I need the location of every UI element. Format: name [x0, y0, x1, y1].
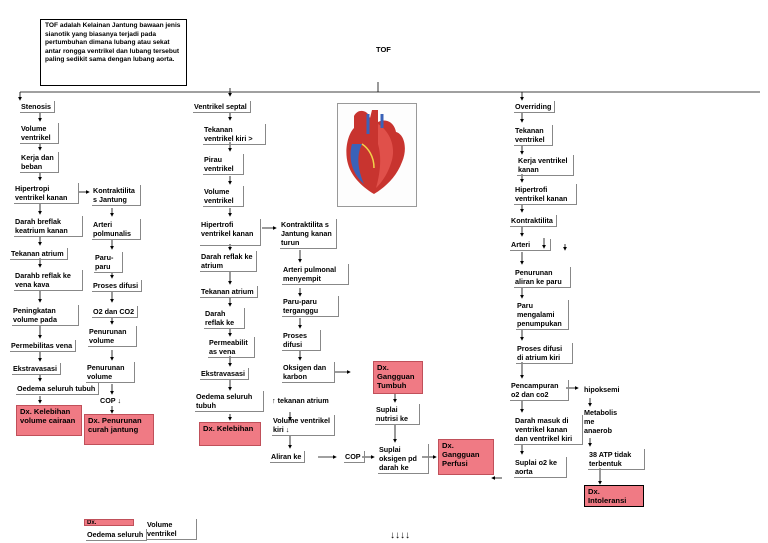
node-tekanan-atrium: Tekanan atrium [10, 248, 68, 260]
node-volume-ventrikel-kiri: Volume ventrikel kiri ↓ [272, 415, 335, 436]
node-hipertrofi: Hipertrofi ventrikel kanan [200, 219, 261, 246]
node-metabolisme: Metabolis me anaerob [584, 408, 618, 435]
dx-kelebihan-2: Dx. Kelebihan [199, 422, 261, 446]
node-pencampuran: Pencampuran o2 dan co2 [510, 380, 569, 401]
node-penurunan-volume: Penurunan volume [88, 326, 137, 347]
node-oedema-bottom: Oedema seluruh [86, 529, 148, 541]
node-permebilitas: Permebilitas vena [10, 340, 77, 352]
node-kontraktilitas-kanan: Kontraktilita s Jantung kanan turun [280, 219, 337, 249]
node-peningkatan-volume: Peningkatan volume pada [12, 305, 79, 326]
node-proses-difusi: Proses difusi [92, 280, 143, 292]
node-aliran: Aliran ke [270, 451, 306, 463]
node-darah-reflak-2: Darah reflak ke [204, 308, 245, 329]
node-darah-reflak-vena: Darahb reflak ke vena kava [14, 270, 83, 291]
node-tekanan-ventrikel: Tekanan ventrikel [514, 125, 553, 146]
heart-image [337, 103, 417, 207]
node-hipertrofi-3: Hipertrofi ventrikel kanan [514, 184, 577, 205]
node-arteri-3: Arteri [510, 239, 551, 251]
node-kerja-ventrikel: Kerja ventrikel kanan [517, 155, 574, 176]
node-suplai-oksigen: Suplai oksigen pd darah ke [378, 444, 429, 474]
node-o2-co2: O2 dan CO2 [92, 306, 139, 318]
node-kontraktilitas: Kontraktilita s Jantung [92, 185, 141, 206]
node-penurunan-aliran: Penurunan aliran ke paru [514, 267, 571, 288]
node-atp: 38 ATP tidak terbentuk [588, 449, 645, 470]
node-ekstravasasi-2: Ekstravasasi [200, 368, 249, 380]
node-tekanan-atrium-kiri: ↑ tekanan atrium [272, 396, 329, 405]
node-suplai-o2: Suplai o2 ke aorta [514, 457, 567, 478]
node-proses-difusi-3: Proses difusi di atrium kiri [516, 343, 573, 364]
node-oksigen-karbon: Oksigen dan karbon [282, 362, 335, 383]
node-hipertropi: Hipertropi ventrikel kanan [14, 183, 79, 204]
node-volume-ventrikel-2: Volume ventrikel [203, 186, 244, 207]
node-proses-difusi-2: Proses difusi [282, 330, 321, 351]
dx-bottom: Dx. [84, 519, 134, 526]
node-paru: Paru-paru [94, 252, 123, 273]
heart-icon [346, 110, 405, 194]
node-kerja-beban: Kerja dan beban [20, 152, 59, 173]
node-arteri-pulmonal: Arteri pulmonal menyempit [282, 264, 349, 285]
dx-kelebihan-volume: Dx. Kelebihan volume cairaan [16, 405, 82, 436]
node-permeabilitas: Permeabilit as vena [208, 337, 255, 358]
node-paru-penumpukan: Paru mengalami penumpukan [516, 300, 569, 330]
node-suplai-nutrisi: Suplai nutrisi ke [375, 404, 420, 425]
node-darah-reflak-atrium: Darah breflak keatrium kanan [14, 216, 83, 237]
node-arteri-pulmonalis: Arteri polmunalis [92, 219, 141, 240]
definition-text: TOF adalah Kelainan Jantung bawaan jenis… [45, 22, 181, 64]
node-oedema: Oedema seluruh tubuh [16, 383, 100, 395]
diagram-title: TOF [376, 45, 391, 54]
node-oedema-2: Oedema seluruh tubuh [195, 391, 264, 412]
node-hipoksemia: hipoksemi [584, 385, 620, 394]
dx-gangguan-perfusi: Dx. Gangguan Perfusi [438, 439, 494, 475]
dx-gangguan-tumbuh: Dx. Gangguan Tumbuh [373, 361, 423, 394]
node-ekstravasasi: Ekstravasasi [12, 363, 61, 375]
node-volume-ventrikel-bottom: Volume ventrikel [146, 519, 197, 540]
node-tekanan-atrium-2: Tekanan atrium [200, 286, 258, 298]
node-overriding: Overriding [514, 101, 556, 113]
node-ventrikel-septal: Ventrikel septal [193, 101, 251, 113]
node-cop: COP ↓ [100, 396, 122, 405]
node-darah-masuk: Darah masuk di ventrikel kanan dan ventr… [514, 415, 583, 445]
node-volume-ventrikel: Volume ventrikel [20, 123, 59, 144]
node-penurunan-volume-2: Penurunan volume [86, 362, 135, 383]
node-cop-2: COP [344, 451, 365, 463]
bottom-arrows: ↓↓↓↓ [390, 530, 410, 541]
node-kontraktilita-3: Kontraktilita [510, 215, 557, 227]
node-darah-reflak-atrium-2: Darah reflak ke atrium [200, 251, 257, 272]
node-pirau-ventrikel: Pirau ventrikel [203, 154, 244, 175]
node-paru-terganggu: Paru-paru terganggu [282, 296, 339, 317]
dx-penurunan-curah-jantung: Dx. Penurunan curah jantung [84, 414, 154, 445]
dx-intoleransi: Dx. Intoleransi [584, 485, 644, 507]
definition-box: TOF adalah Kelainan Jantung bawaan jenis… [40, 19, 187, 86]
node-tekanan-ventrikel-kiri: Tekanan ventrikel kiri > [203, 124, 266, 145]
node-stenosis: Stenosis [20, 101, 55, 113]
